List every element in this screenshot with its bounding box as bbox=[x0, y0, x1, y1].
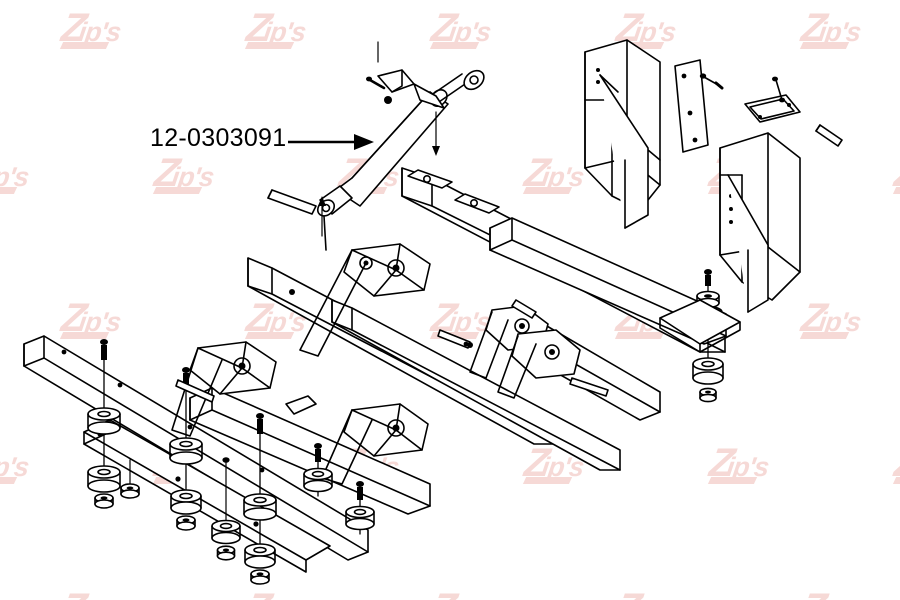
cylinder-base-mount bbox=[267, 189, 317, 215]
hardware-stack-5 bbox=[211, 457, 241, 561]
hinge-pin-b bbox=[569, 377, 609, 397]
pivot-bracket-c bbox=[343, 403, 429, 457]
front-cross-member-upper bbox=[489, 217, 727, 345]
hardware-stack-3 bbox=[120, 459, 140, 499]
hex-nut bbox=[699, 387, 717, 403]
rubber-bushing bbox=[87, 407, 121, 435]
hardware-stack-7 bbox=[303, 443, 333, 497]
hardware-stack-1 bbox=[87, 339, 121, 509]
hardware-stack-4 bbox=[243, 413, 277, 585]
rubber-bushing bbox=[87, 465, 121, 493]
cylinder-rod-clevis bbox=[366, 69, 445, 109]
rubber-bushing bbox=[692, 357, 724, 385]
rubber-bushing bbox=[244, 543, 276, 569]
rod-lower-center bbox=[175, 379, 215, 403]
rubber-bushing bbox=[169, 437, 203, 465]
flat-washer bbox=[120, 483, 140, 499]
center-pad bbox=[285, 395, 317, 415]
pivot-bracket-a bbox=[343, 243, 431, 297]
rubber-bushing bbox=[303, 467, 333, 493]
hex-nut bbox=[94, 493, 114, 509]
rubber-bushing bbox=[211, 519, 241, 545]
hardware-stack-2 bbox=[169, 367, 203, 531]
callout-part-number: 12-0303091 bbox=[150, 124, 287, 152]
hinge-pin-right bbox=[815, 124, 843, 147]
plate-bolt-lower bbox=[772, 76, 785, 103]
assembly-arrows bbox=[318, 41, 440, 237]
hex-nut bbox=[176, 515, 196, 531]
hex-nut bbox=[216, 545, 236, 561]
pivot-bracket-e bbox=[511, 329, 581, 379]
rubber-bushing bbox=[170, 489, 202, 515]
right-mount-bracket bbox=[659, 299, 741, 353]
post-web-right bbox=[727, 174, 769, 313]
mounting-plate-tall bbox=[674, 59, 709, 153]
post-web-left bbox=[599, 74, 649, 229]
rubber-bushing bbox=[345, 505, 375, 531]
center-beam bbox=[331, 299, 621, 471]
hex-nut bbox=[250, 569, 270, 585]
plate-bolt-upper bbox=[699, 73, 724, 90]
hinge-pin-a bbox=[511, 299, 537, 319]
pivot-bracket-b bbox=[189, 341, 277, 395]
mounting-plate-small bbox=[744, 94, 801, 123]
hardware-stack-6 bbox=[345, 481, 375, 535]
